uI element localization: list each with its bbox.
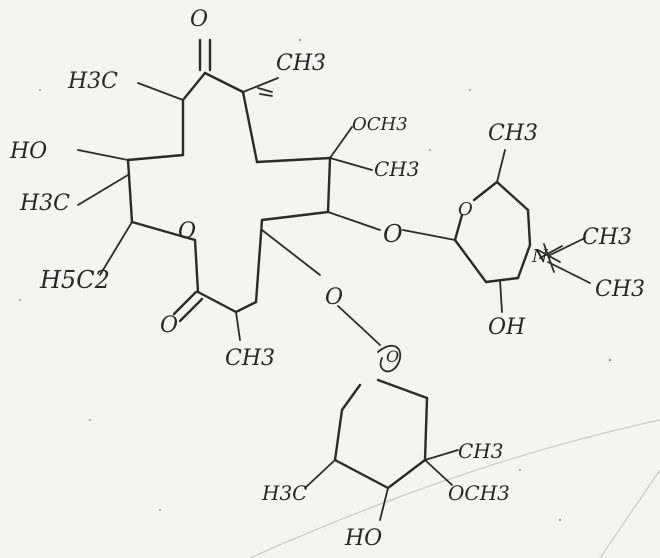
bond-ch3-top xyxy=(242,77,279,93)
bond-n-scribble xyxy=(537,243,563,273)
sugar2-o-scribble xyxy=(377,345,402,373)
bond-methyl-hash xyxy=(257,87,273,97)
label-ch3-n1: CH3 xyxy=(582,225,632,250)
lower-sugar-ring xyxy=(333,378,429,490)
label-ch3-sugar-top: CH3 xyxy=(488,121,538,146)
label-oh-sugar1: OH xyxy=(488,315,526,340)
label-ch3-mid: CH3 xyxy=(374,157,419,181)
label-ch3-sugar2: CH3 xyxy=(458,439,503,463)
label-o-bridge-low: O xyxy=(325,285,343,310)
label-ring-o: O xyxy=(178,219,196,244)
label-n-atom: N xyxy=(531,246,549,267)
label-ch3-n2: CH3 xyxy=(595,277,645,302)
label-och3-upper: OCH3 xyxy=(352,114,408,135)
label-och3-sugar2: OCH3 xyxy=(448,481,510,505)
bond-lower-ch3 xyxy=(235,311,241,341)
bond-ch3-mid xyxy=(329,157,373,171)
bond-n-ch3-lower xyxy=(547,261,591,284)
bond-oh-sugar1 xyxy=(499,279,503,313)
paper-specks xyxy=(19,38,612,522)
bond-bridge-sugar2 xyxy=(337,305,381,346)
label-ho-left: HO xyxy=(9,139,47,164)
bond-ch3-sugar2 xyxy=(424,449,459,461)
right-sugar-ring xyxy=(453,180,532,284)
lactone-double-bond xyxy=(178,297,204,323)
bond-ho-sugar2 xyxy=(379,487,389,521)
bond-h3c-left xyxy=(77,174,129,206)
label-h3c-left: H3C xyxy=(19,191,70,216)
label-lower-ch3: CH3 xyxy=(225,346,275,371)
bond-to-lower-o xyxy=(261,229,321,276)
bond-ho xyxy=(77,149,129,161)
bond-h3c-sugar2 xyxy=(304,459,336,489)
macrolide-ring xyxy=(126,71,332,314)
bond-h5c2 xyxy=(99,221,133,276)
bond-h3c-top xyxy=(137,82,184,101)
paper-crease xyxy=(599,469,660,558)
bond-bridge-sugar1 xyxy=(402,229,456,241)
label-ho-sugar2: HO xyxy=(344,526,382,551)
label-top-ch3: CH3 xyxy=(276,51,326,76)
bond-och3-sugar2 xyxy=(424,459,453,486)
paper-crease xyxy=(249,419,660,558)
label-lactone-o: O xyxy=(160,313,178,338)
label-top-o: O xyxy=(190,7,208,32)
bond-n-ch3-upper xyxy=(547,237,586,257)
label-h3c-top: H3C xyxy=(67,69,118,94)
bond-to-bridge-o xyxy=(327,211,381,231)
label-h5c2: H5C2 xyxy=(39,266,110,294)
bond-och3-upper xyxy=(329,126,353,159)
lactone-double-bond xyxy=(172,290,198,316)
label-o-bridge-right: O xyxy=(383,220,403,248)
label-sugar2-o: O xyxy=(386,347,399,366)
bond-ch3-sugar-top xyxy=(496,149,506,183)
label-h3c-sugar2: H3C xyxy=(261,481,307,505)
label-sugar1-o: O xyxy=(458,199,473,220)
